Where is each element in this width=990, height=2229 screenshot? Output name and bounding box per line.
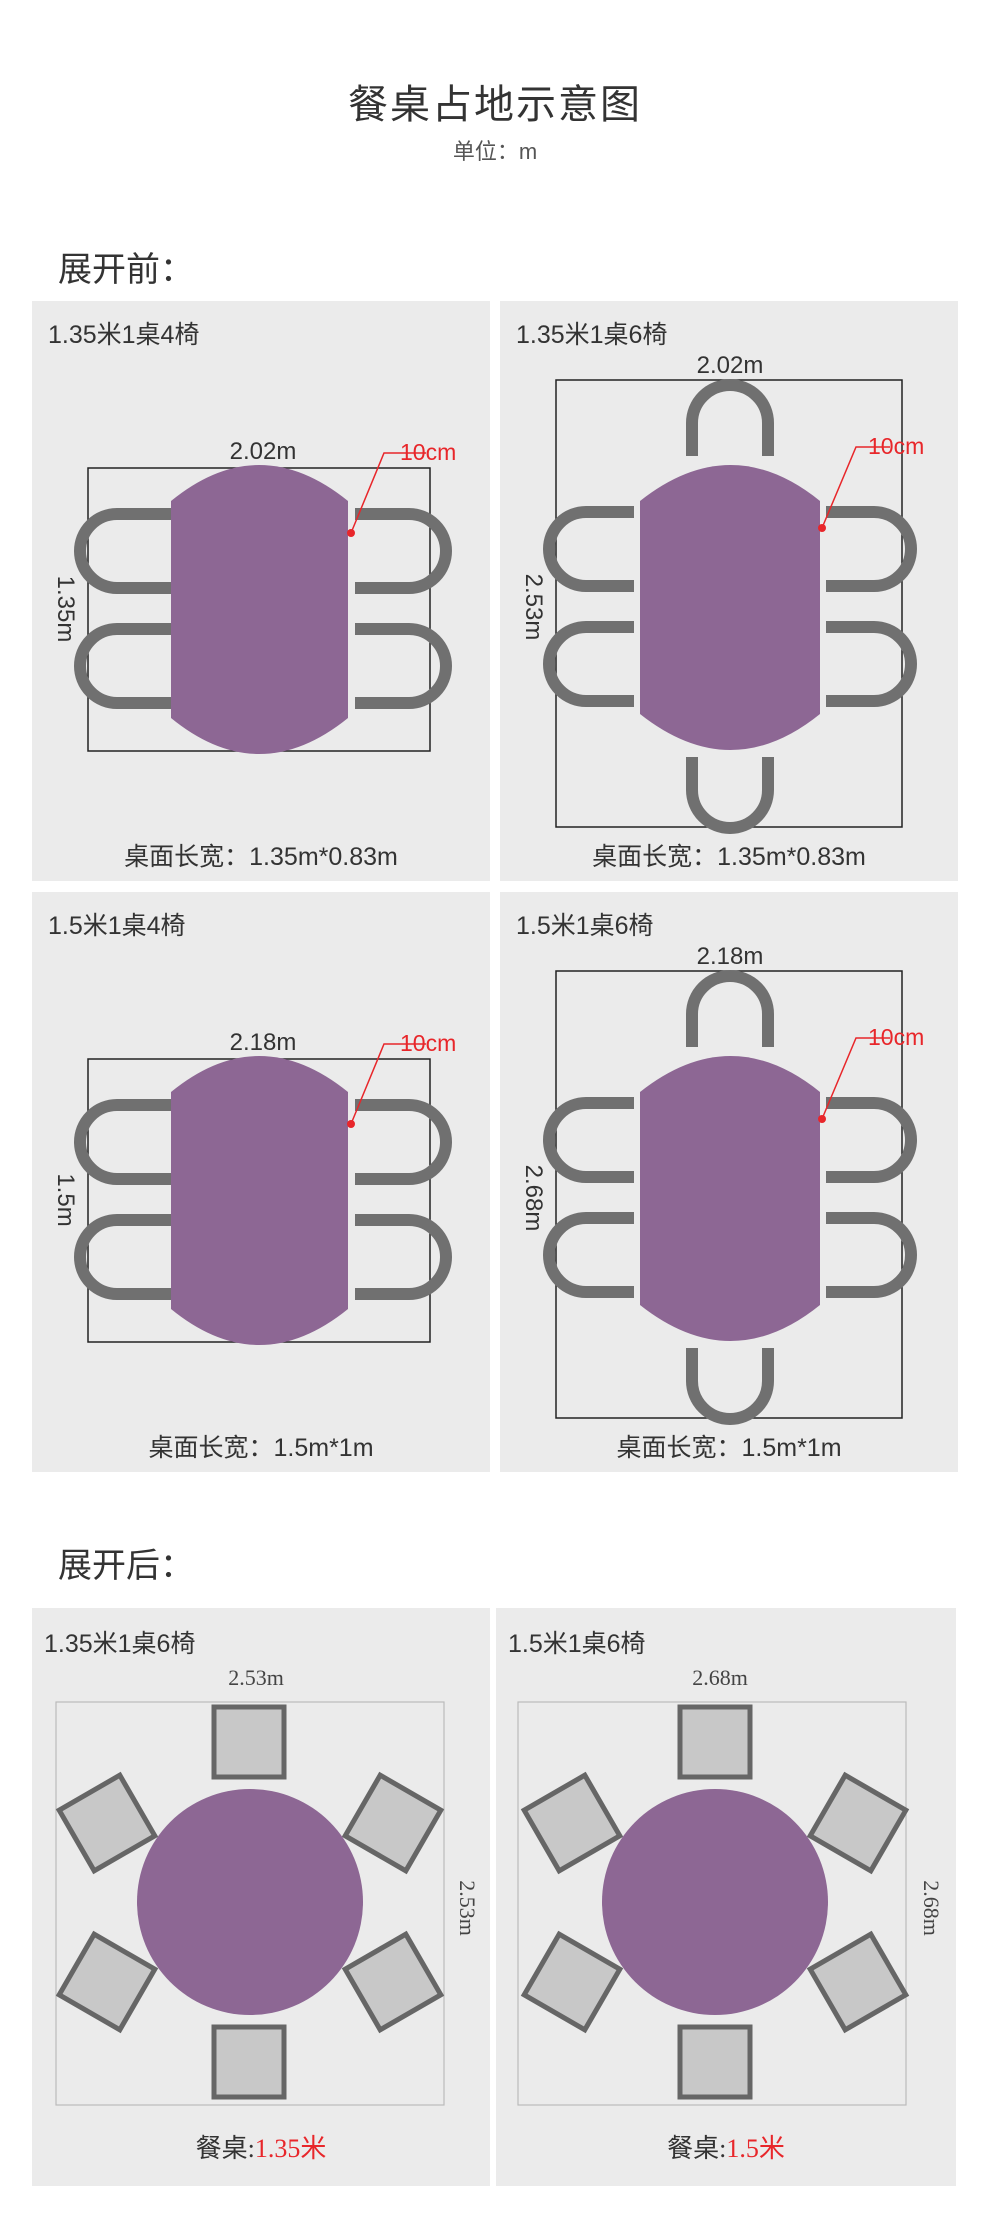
chair-icon	[826, 621, 917, 707]
chair-icon	[341, 1771, 445, 1875]
chair-icon	[341, 1930, 445, 2034]
panel-135-4-chairs: 1.35米1桌4椅 10cm 2.02m 1.35m 桌面长宽：1.35m*0.…	[32, 301, 490, 881]
chair-icon	[686, 757, 774, 834]
width-dimension: 2.53m	[228, 1665, 284, 1690]
chair-icon	[677, 1704, 753, 1780]
chair-icon	[74, 1099, 171, 1185]
page-title: 餐桌占地示意图	[348, 83, 642, 127]
chair-icon	[543, 621, 634, 707]
chair-icon	[74, 623, 171, 709]
unit-label: 单位：m	[452, 139, 538, 164]
chair-icon	[211, 1704, 287, 1780]
chair-icon	[520, 1771, 624, 1875]
panel-label: 1.35米1桌6椅	[44, 1630, 196, 1658]
chair-icon	[806, 1930, 910, 2034]
chair-icon	[355, 508, 452, 594]
table-top-size: 桌面长宽：1.35m*0.83m	[124, 843, 398, 871]
chair-icon	[520, 1930, 624, 2034]
chair-icon	[543, 1097, 634, 1183]
gap-marker-dot	[818, 524, 826, 532]
chair-icon	[826, 1097, 917, 1183]
chair-icon	[826, 1212, 917, 1298]
chair-icon	[74, 508, 171, 594]
layout-diagram-after-135: 2.53m 2.53m	[55, 1665, 480, 2106]
gap-label: 10cm	[868, 1024, 924, 1050]
chair-icon	[55, 1930, 159, 2034]
panel-label: 1.5米1桌4椅	[48, 912, 186, 940]
extended-table-top	[640, 1056, 820, 1341]
layout-diagram-after-15: 2.68m 2.68m	[517, 1665, 944, 2106]
panel-15-6-chairs: 1.5米1桌6椅 10cm 2.18m 2.68m 桌面长宽：1.5m*1m	[500, 892, 958, 1472]
panel-label: 1.5米1桌6椅	[508, 1630, 646, 1658]
width-dimension: 2.02m	[697, 352, 764, 379]
gap-leader-line	[821, 1037, 890, 1120]
gap-leader-line	[350, 1043, 426, 1125]
width-dimension: 2.18m	[230, 1029, 297, 1056]
panel-135-6-chairs: 1.35米1桌6椅 10cm 2.02m 2.53m 桌面长宽：1.35m*0.…	[500, 301, 958, 881]
table-top-size: 桌面长宽：1.5m*1m	[616, 1434, 842, 1462]
chair-icon	[677, 2024, 753, 2100]
gap-leader-line	[821, 446, 890, 529]
extended-table-top	[640, 465, 820, 750]
chair-icon	[355, 1099, 452, 1185]
chair-icon	[355, 1214, 452, 1300]
gap-label: 10cm	[400, 1030, 456, 1056]
round-table-top	[602, 1789, 828, 2015]
depth-dimension: 1.5m	[52, 1173, 79, 1226]
extended-table-top	[171, 465, 348, 754]
chair-icon	[55, 1771, 159, 1875]
section-title-after: 展开后：	[58, 1547, 194, 1585]
table-top-size: 桌面长宽：1.35m*0.83m	[592, 843, 866, 871]
chair-icon	[826, 506, 917, 592]
gap-label: 10cm	[400, 439, 456, 465]
chair-icon	[686, 1348, 774, 1425]
depth-dimension: 2.53m	[520, 574, 547, 641]
round-table-size: 餐桌:1.35米	[195, 2134, 327, 2163]
depth-dimension: 2.68m	[520, 1165, 547, 1232]
gap-marker-dot	[347, 529, 355, 537]
layout-diagram-15-4: 10cm 2.18m 1.5m	[52, 1029, 456, 1345]
panel-label: 1.35米1桌4椅	[48, 321, 200, 349]
panel-15-4-chairs: 1.5米1桌4椅 10cm 2.18m 1.5m 桌面长宽：1.5m*1m	[32, 892, 490, 1472]
gap-label: 10cm	[868, 433, 924, 459]
panel-after-15: 1.5米1桌6椅 2.68m 2.68m 餐桌:1.5米	[496, 1608, 956, 2186]
panel-label: 1.5米1桌6椅	[516, 912, 654, 940]
panel-label: 1.35米1桌6椅	[516, 321, 668, 349]
width-dimension: 2.18m	[697, 943, 764, 970]
depth-dimension: 2.68m	[919, 1880, 944, 1936]
section-title-before: 展开前：	[58, 251, 194, 289]
extended-table-top	[171, 1056, 348, 1345]
footprint-boundary	[517, 1701, 907, 2106]
layout-diagram-135-6: 10cm 2.02m 2.53m	[520, 352, 924, 834]
width-dimension: 2.02m	[230, 438, 297, 465]
chair-icon	[211, 2024, 287, 2100]
chair-icon	[74, 1214, 171, 1300]
chair-icon	[806, 1771, 910, 1875]
layout-diagram-135-4: 10cm 2.02m 1.35m	[52, 438, 456, 754]
footprint-boundary	[55, 1701, 445, 2106]
table-top-size: 桌面长宽：1.5m*1m	[148, 1434, 374, 1462]
round-table-top	[137, 1789, 363, 2015]
chair-icon	[686, 379, 774, 456]
chair-icon	[355, 623, 452, 709]
panel-after-135: 1.35米1桌6椅 2.53m 2.53m 餐桌:1.35米	[32, 1608, 490, 2186]
gap-marker-dot	[818, 1115, 826, 1123]
gap-marker-dot	[347, 1120, 355, 1128]
round-table-size: 餐桌:1.5米	[667, 2134, 785, 2163]
chair-icon	[543, 506, 634, 592]
layout-diagram-15-6: 10cm 2.18m 2.68m	[520, 943, 924, 1425]
width-dimension: 2.68m	[692, 1665, 748, 1690]
gap-leader-line	[350, 452, 426, 534]
chair-icon	[686, 970, 774, 1047]
depth-dimension: 2.53m	[455, 1880, 480, 1936]
depth-dimension: 1.35m	[52, 576, 79, 643]
chair-icon	[543, 1212, 634, 1298]
